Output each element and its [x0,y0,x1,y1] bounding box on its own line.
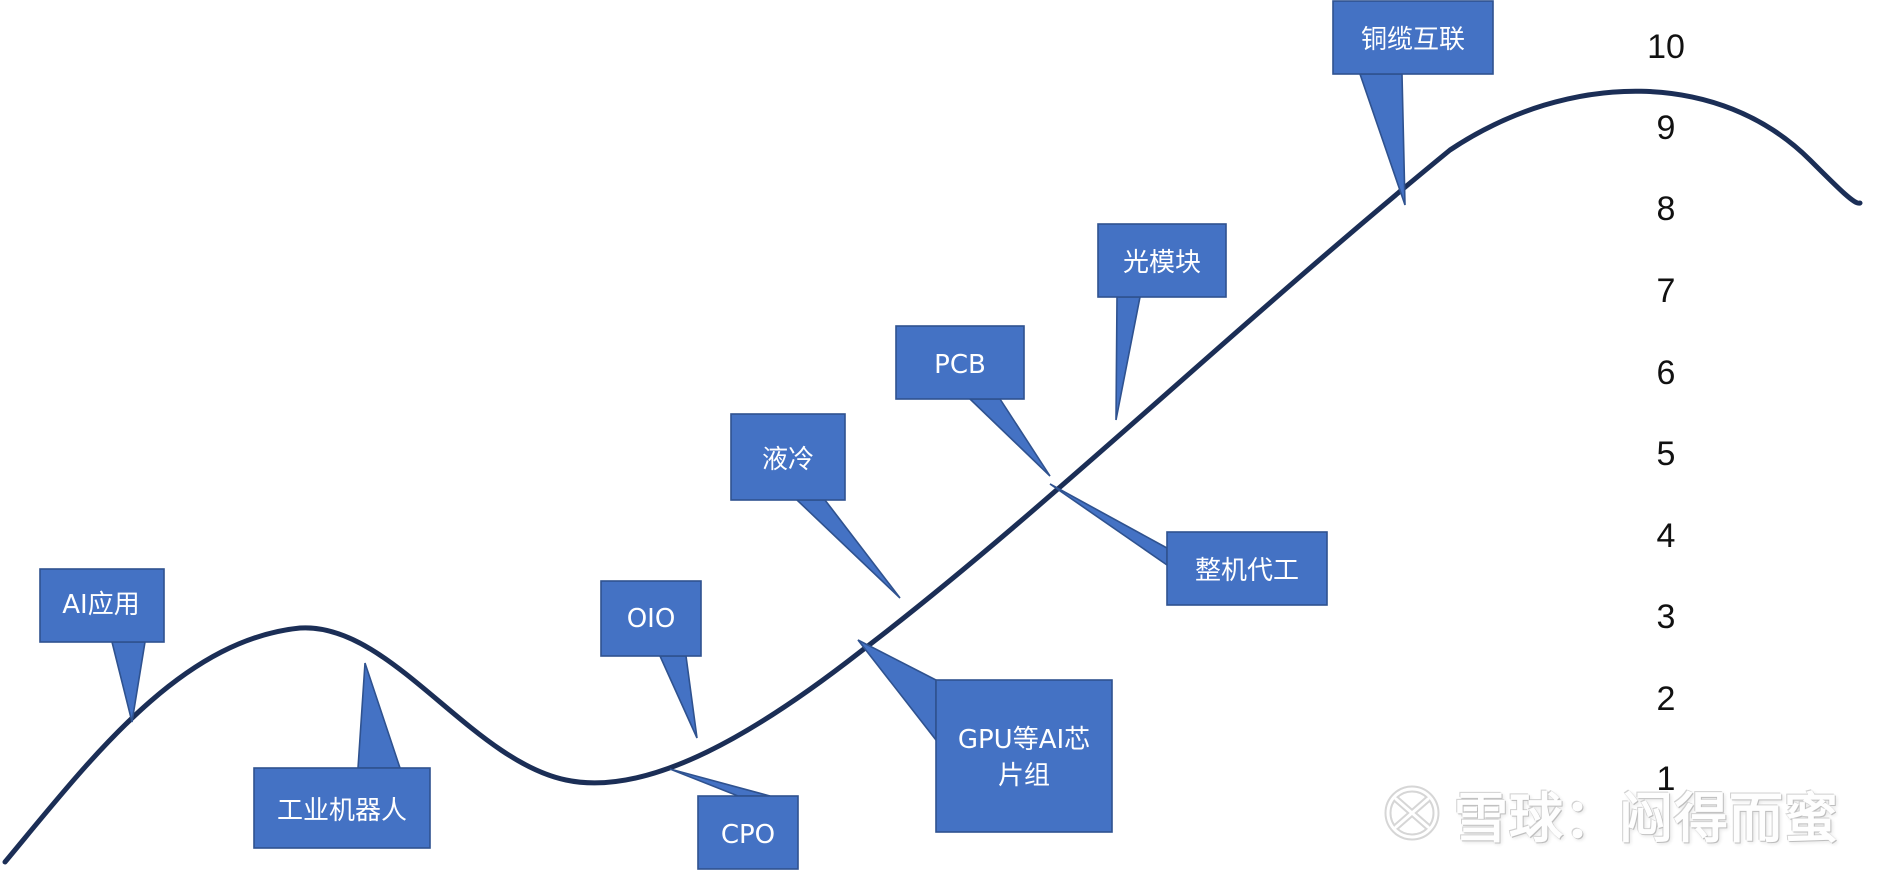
callout-optical-module: 光模块 [1097,223,1227,421]
callout-label-line: AI应用 [62,590,139,620]
callout-label: AI应用 [62,590,139,620]
callout-industrial-robot: 工业机器人 [253,662,431,849]
callout-label: 整机代工 [1195,556,1299,586]
callout-label: PCB [934,350,986,380]
callout-copper-interconnect: 铜缆互联 [1332,0,1494,206]
callout-box [730,413,846,501]
callout-box [600,580,702,657]
callout-label: CPO [721,820,775,850]
callout-box [895,325,1025,400]
callout-label-line: PCB [934,350,986,380]
callout-label: OIO [627,604,676,634]
callout-pointer [1358,73,1406,206]
callout-oem: 整机代工 [1049,483,1328,606]
callout-label-line: 工业机器人 [277,796,407,826]
scale-label: 5 [1657,435,1676,473]
callout-pointer [1115,296,1141,421]
callout-box [1332,0,1494,75]
callout-liquid-cooling: 液冷 [730,413,901,599]
scale-label: 6 [1657,354,1676,392]
scale-label: 8 [1657,190,1676,228]
scale-label: 2 [1657,680,1676,718]
scale-label: 1 [1657,760,1676,798]
curve-layer [2,88,1863,865]
callout-label-line: 液冷 [762,445,814,475]
callout-label: 液冷 [762,445,814,475]
scale-labels: 10 9 8 7 6 5 4 3 2 1 [1647,28,1685,798]
callout-label-line: 光模块 [1123,248,1201,278]
callout-label-line: OIO [627,604,676,634]
callout-box [1097,223,1227,298]
callout-pointer [658,655,698,739]
callout-label-line: CPO [721,820,775,850]
callout-label-line: GPU等AI芯 [958,725,1090,755]
watermark-text: 雪球：闷得而蜜 [1454,786,1839,850]
callout-pointer [1049,483,1168,567]
scale-label: 10 [1647,28,1685,66]
callout-gpu-chipset: GPU等AI芯片组 [857,639,1113,833]
callout-label-line: 铜缆互联 [1361,25,1465,55]
callout-oio: OIO [600,580,702,739]
scale-label: 9 [1657,109,1676,147]
xueqiu-logo-icon [1384,785,1440,841]
callout-label-line: 整机代工 [1195,556,1299,586]
callout-box [935,679,1113,833]
callout-label: 铜缆互联 [1361,25,1465,55]
callout-pcb: PCB [895,325,1051,477]
callout-label: 工业机器人 [277,796,407,826]
callout-pointer [794,499,901,599]
callout-pointer [669,768,771,797]
scale-label: 7 [1657,272,1676,310]
callout-label: 光模块 [1123,248,1201,278]
cycle-curve [2,88,1863,865]
callout-label-line: 片组 [998,761,1050,791]
scale-label: 3 [1657,598,1676,636]
callout-pointer [857,639,937,743]
callout-box [39,568,165,643]
callout-pointer [357,662,402,769]
callout-box [697,795,799,870]
callout-label: GPU等AI芯片组 [958,725,1090,791]
callout-box [253,767,431,849]
callout-box [1166,531,1328,606]
callout-pointer [968,398,1051,477]
scale-label: 4 [1657,517,1676,555]
callout-cpo: CPO [669,768,799,870]
watermark: 雪球：闷得而蜜 [1380,778,1839,850]
callout-ai-app: AI应用 [39,568,165,723]
